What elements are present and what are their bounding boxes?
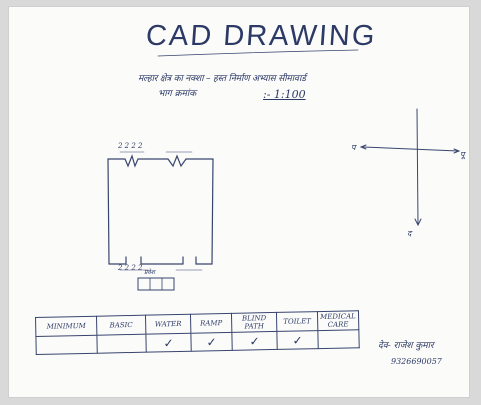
mark-water: ✓ [145, 333, 192, 353]
entrance-label: प्रवेश [144, 269, 155, 276]
compass-south-label: द [407, 229, 412, 238]
header-water: WATER [145, 314, 191, 335]
signature-phone: 9326690057 [391, 357, 442, 366]
header-minimum: MINIMUM [35, 316, 97, 337]
header-medical-care: MEDICAL CARE [317, 310, 359, 331]
room-right-wall [211, 158, 214, 265]
header-toilet: TOILET [276, 311, 318, 332]
room-left-wall [107, 158, 110, 265]
mark-blind-path: ✓ [231, 331, 278, 351]
title-underline [157, 49, 359, 57]
window-2 [167, 154, 187, 168]
floor-plan-sketch [107, 49, 461, 291]
compass-vertical [416, 108, 419, 225]
header-basic: BASIC [96, 315, 146, 336]
compass-horizontal [362, 146, 459, 152]
mark-medical-care [317, 329, 359, 349]
header-blind-path: BLIND PATH [231, 312, 277, 333]
top-dimension-text: 2 2 2 2 [118, 142, 143, 150]
window-1 [124, 154, 139, 168]
mark-minimum [35, 335, 98, 355]
drawing-sheet: CAD DRAWING मल्हार क्षेत्र का नक्शा – हस… [8, 6, 470, 398]
subtitle-line-1: मल्हार क्षेत्र का नक्शा – हस्त निर्माण अ… [138, 74, 306, 84]
subtitle-line-2: भाग क्रमांक [158, 89, 197, 99]
mark-ramp: ✓ [190, 332, 233, 352]
door-1 [125, 256, 142, 265]
facility-table: MINIMUM BASIC WATER RAMP BLIND PATH TOIL… [35, 310, 359, 355]
entrance-box [137, 277, 175, 291]
door-2 [182, 256, 197, 265]
bottom-dimension-text: 2 2 2 2 [118, 264, 143, 272]
mark-toilet: ✓ [276, 330, 319, 350]
compass-west-label: प [351, 143, 356, 152]
scale-text: :- 1:100 [263, 88, 306, 101]
compass-east-label: पू [460, 150, 465, 159]
header-ramp: RAMP [190, 313, 232, 334]
mark-basic [96, 334, 147, 354]
signature-name: देव- राजेश कुमार [378, 341, 434, 351]
